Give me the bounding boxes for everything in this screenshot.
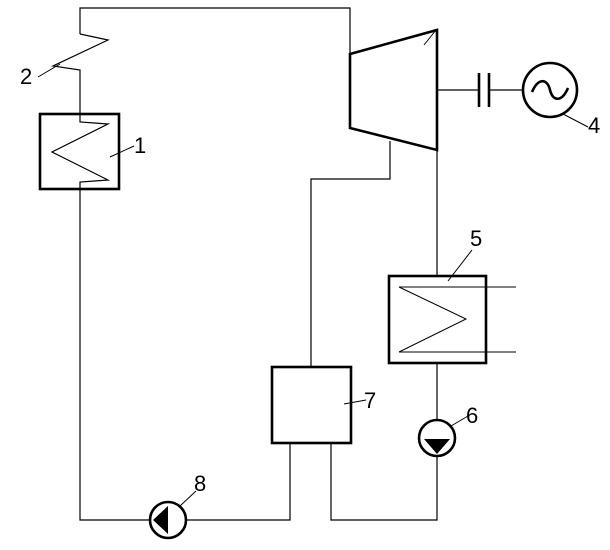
- pipe-deaerator-to-feed-pump: [186, 443, 291, 521]
- turbine-mark: [423, 29, 437, 46]
- leader-generator: [562, 113, 589, 128]
- feed-pump-arrow-icon: [153, 506, 168, 534]
- pipe-superheater-to-turbine: [79, 7, 351, 54]
- feed-pump: [148, 500, 188, 540]
- generator-sine-icon: [530, 79, 570, 101]
- generator: [521, 61, 579, 119]
- label-generator: 4: [588, 113, 600, 138]
- label-boiler: 1: [134, 133, 146, 158]
- label-condensate-pump: 6: [466, 403, 478, 428]
- superheater-coil: [50, 33, 110, 114]
- deaerator: [270, 365, 353, 445]
- pipe-pump-to-deaerator: [330, 443, 438, 521]
- condenser-coil: [398, 286, 468, 353]
- leader-condenser: [447, 249, 473, 282]
- leader-boiler: [109, 145, 135, 158]
- boiler-coil: [50, 114, 111, 189]
- condensate-pump-arrow-icon: [424, 439, 450, 454]
- label-condenser: 5: [470, 226, 482, 251]
- label-superheater: 2: [20, 64, 32, 89]
- label-feed-pump: 8: [194, 471, 206, 496]
- label-deaerator: 7: [364, 388, 376, 413]
- leader-superheater: [37, 63, 61, 78]
- leader-condensate-pump: [450, 415, 469, 427]
- pipe-extraction-to-deaerator: [310, 141, 391, 367]
- leader-deaerator: [343, 399, 367, 405]
- turbine: [348, 28, 439, 152]
- leader-feed-pump: [179, 490, 197, 507]
- pipe-boiler-to-feed-pump: [79, 189, 150, 521]
